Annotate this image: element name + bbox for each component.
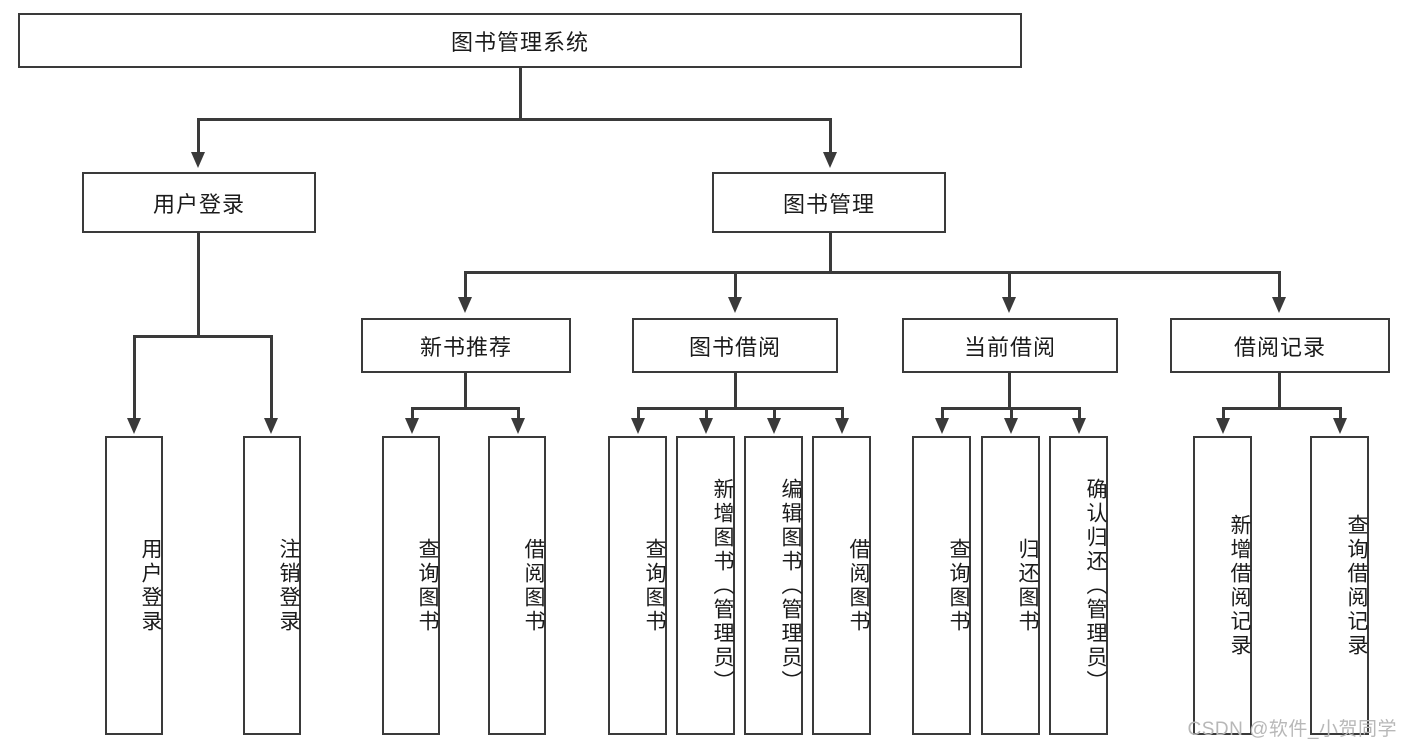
node-user-login[interactable]: 用户登录	[82, 172, 316, 233]
connector-current-borrow-leaf2	[1010, 407, 1013, 420]
arrowhead-book-borrow-leaf1	[631, 418, 645, 434]
node-borrow-record-label: 借阅记录	[1233, 334, 1326, 360]
node-current-borrow[interactable]: 当前借阅	[902, 318, 1118, 373]
node-new-book-rec[interactable]: 新书推荐	[361, 318, 571, 373]
connector-book-mgmt-stem	[829, 233, 832, 271]
node-book-borrow[interactable]: 图书借阅	[632, 318, 838, 373]
leaf-user-login[interactable]: 用户登录	[105, 436, 163, 735]
connector-current-borrow-leaf3	[1078, 407, 1081, 420]
connector-new-book-rec-leaf2	[517, 407, 520, 420]
arrowhead-to-book-borrow	[728, 297, 742, 313]
arrowhead-user-login-leaf1	[127, 418, 141, 434]
leaf-cur-query-book-label: 查询图书	[947, 537, 970, 634]
leaf-cur-return-book-label: 归还图书	[1016, 537, 1039, 634]
connector-borrow-record-stem	[1278, 373, 1281, 407]
connector-to-user-login	[197, 118, 200, 154]
arrowhead-new-book-rec-leaf2	[511, 418, 525, 434]
connector-user-login-leaf2	[270, 335, 273, 420]
arrowhead-user-login-leaf2	[264, 418, 278, 434]
connector-to-book-borrow	[734, 271, 737, 299]
arrowhead-borrow-record-leaf1	[1216, 418, 1230, 434]
connector-borrow-record-leaf1	[1222, 407, 1225, 420]
connector-book-borrow-leaf3	[773, 407, 776, 420]
leaf-rec-borrow-book[interactable]: 借阅图书	[488, 436, 546, 735]
connector-to-book-mgmt	[829, 118, 832, 154]
leaf-cur-return-book[interactable]: 归还图书	[981, 436, 1040, 735]
connector-to-current-borrow	[1008, 271, 1011, 299]
node-root[interactable]: 图书管理系统	[18, 13, 1022, 68]
connector-new-book-rec-leaf1	[411, 407, 414, 420]
arrowhead-book-borrow-leaf3	[767, 418, 781, 434]
connector-book-borrow-leaf2	[705, 407, 708, 420]
arrowhead-to-borrow-record	[1272, 297, 1286, 313]
arrowhead-current-borrow-leaf1	[935, 418, 949, 434]
arrowhead-new-book-rec-leaf1	[405, 418, 419, 434]
connector-book-mgmt-bar	[464, 271, 1278, 274]
connector-user-login-leaf1	[133, 335, 136, 420]
connector-current-borrow-bar	[941, 407, 1078, 410]
connector-new-book-rec-stem	[464, 373, 467, 407]
arrowhead-borrow-record-leaf2	[1333, 418, 1347, 434]
leaf-rec-add-record-label: 新增借阅记录	[1228, 513, 1251, 658]
arrowhead-current-borrow-leaf3	[1072, 418, 1086, 434]
leaf-cur-confirm-return-label: 确认归还（管理员）	[1084, 477, 1107, 694]
connector-book-borrow-leaf1	[637, 407, 640, 420]
connector-new-book-rec-bar	[411, 407, 517, 410]
arrowhead-to-book-mgmt	[823, 152, 837, 168]
leaf-borrow-borrow-book[interactable]: 借阅图书	[812, 436, 871, 735]
leaf-cur-confirm-return[interactable]: 确认归还（管理员）	[1049, 436, 1108, 735]
node-book-mgmt[interactable]: 图书管理	[712, 172, 946, 233]
connector-book-borrow-leaf4	[841, 407, 844, 420]
node-root-label: 图书管理系统	[450, 29, 589, 55]
connector-root-stem	[519, 68, 522, 120]
leaf-logout-label: 注销登录	[277, 537, 300, 634]
leaf-borrow-borrow-book-label: 借阅图书	[847, 537, 870, 634]
leaf-borrow-add-book-label: 新增图书（管理员）	[711, 477, 734, 694]
node-book-mgmt-label: 图书管理	[782, 191, 875, 217]
leaf-borrow-edit-book[interactable]: 编辑图书（管理员）	[744, 436, 803, 735]
watermark: CSDN @软件_小贺同学	[1187, 719, 1397, 740]
connector-to-new-book-rec	[464, 271, 467, 299]
node-borrow-record[interactable]: 借阅记录	[1170, 318, 1390, 373]
leaf-user-login-label: 用户登录	[139, 537, 162, 634]
arrowhead-to-current-borrow	[1002, 297, 1016, 313]
arrowhead-book-borrow-leaf4	[835, 418, 849, 434]
leaf-borrow-edit-book-label: 编辑图书（管理员）	[779, 477, 802, 694]
leaf-rec-add-record[interactable]: 新增借阅记录	[1193, 436, 1252, 735]
arrowhead-book-borrow-leaf2	[699, 418, 713, 434]
node-book-borrow-label: 图书借阅	[688, 334, 781, 360]
leaf-borrow-add-book[interactable]: 新增图书（管理员）	[676, 436, 735, 735]
connector-to-borrow-record	[1278, 271, 1281, 299]
connector-book-borrow-stem	[734, 373, 737, 407]
leaf-borrow-query-book[interactable]: 查询图书	[608, 436, 667, 735]
connector-root-bar	[197, 118, 831, 121]
connector-user-login-bar	[133, 335, 270, 338]
leaf-rec-borrow-book-label: 借阅图书	[522, 537, 545, 634]
leaf-rec-query-book-label: 查询图书	[416, 537, 439, 634]
leaf-borrow-query-book-label: 查询图书	[643, 537, 666, 634]
leaf-logout[interactable]: 注销登录	[243, 436, 301, 735]
leaf-rec-query-record-label: 查询借阅记录	[1345, 513, 1368, 658]
connector-user-login-stem	[197, 233, 200, 335]
leaf-cur-query-book[interactable]: 查询图书	[912, 436, 971, 735]
connector-book-borrow-bar	[637, 407, 842, 410]
leaf-rec-query-book[interactable]: 查询图书	[382, 436, 440, 735]
leaf-rec-query-record[interactable]: 查询借阅记录	[1310, 436, 1369, 735]
connector-current-borrow-stem	[1008, 373, 1011, 407]
connector-borrow-record-leaf2	[1339, 407, 1342, 420]
arrowhead-to-user-login	[191, 152, 205, 168]
node-user-login-label: 用户登录	[152, 191, 245, 217]
connector-borrow-record-bar	[1222, 407, 1339, 410]
connector-current-borrow-leaf1	[941, 407, 944, 420]
node-new-book-rec-label: 新书推荐	[419, 334, 512, 360]
arrowhead-to-new-book-rec	[458, 297, 472, 313]
node-current-borrow-label: 当前借阅	[963, 334, 1056, 360]
arrowhead-current-borrow-leaf2	[1004, 418, 1018, 434]
